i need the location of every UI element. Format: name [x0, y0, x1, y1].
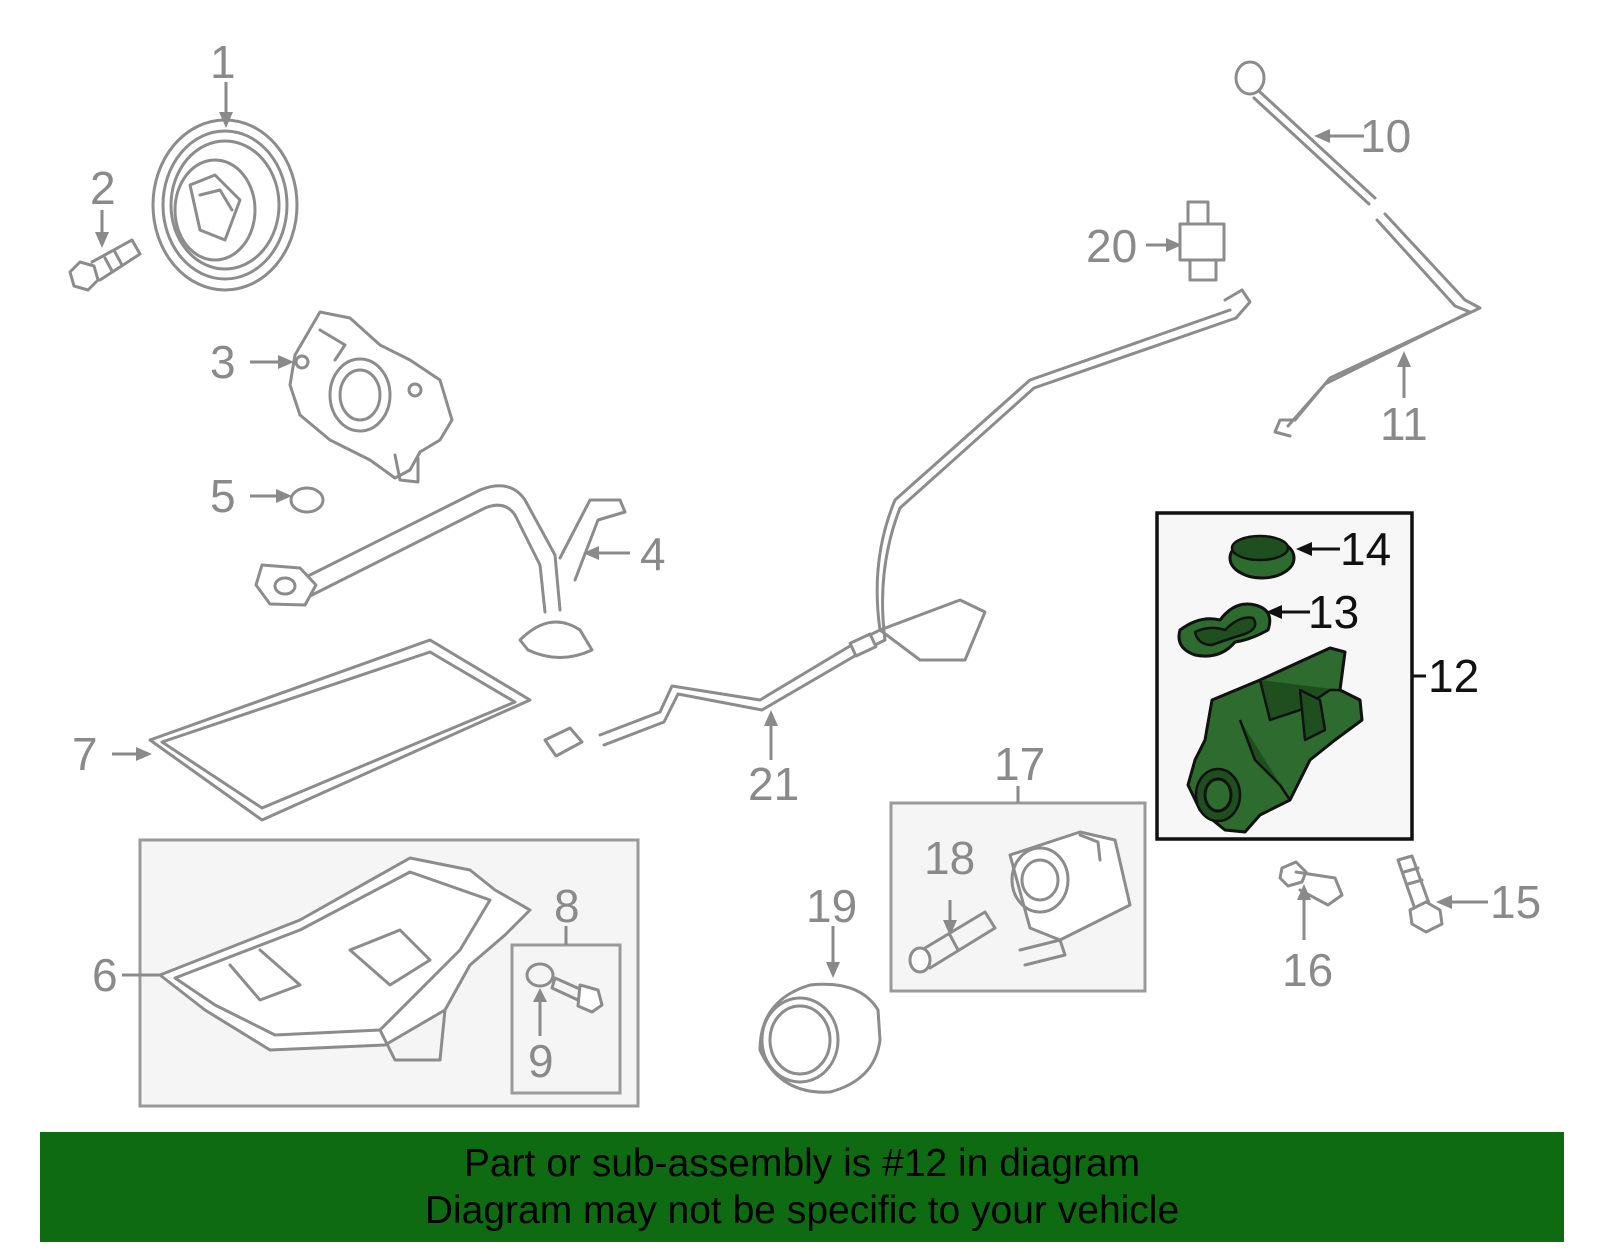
part-19-oil-filter[interactable] [758, 982, 882, 1094]
callout-9[interactable]: 9 [528, 1035, 554, 1087]
callout-20[interactable]: 20 [1086, 220, 1137, 272]
part-1-crankshaft-pulley[interactable] [151, 118, 299, 292]
callout-1[interactable]: 1 [210, 36, 236, 88]
part-3-oil-pump[interactable] [288, 310, 454, 484]
part-13-gasket[interactable] [1177, 602, 1272, 658]
callout-3[interactable]: 3 [210, 336, 236, 388]
part-4-oil-pickup-tube[interactable] [254, 484, 627, 659]
disclaimer-banner: Part or sub-assembly is #12 in diagram D… [40, 1132, 1564, 1242]
callout-6[interactable]: 6 [92, 949, 118, 1001]
callout-14[interactable]: 14 [1340, 523, 1391, 575]
part-12-oil-filter-housing[interactable] [1186, 646, 1364, 834]
part-5-o-ring[interactable] [289, 486, 325, 514]
banner-line-2: Diagram may not be specific to your vehi… [424, 1189, 1180, 1232]
callout-8[interactable]: 8 [554, 880, 580, 932]
part-10-dipstick[interactable] [1234, 60, 1377, 206]
callout-16[interactable]: 16 [1282, 944, 1333, 996]
callout-18[interactable]: 18 [924, 832, 975, 884]
part-8-drain-plug[interactable] [550, 976, 604, 1014]
part-16-sensor[interactable] [1278, 860, 1344, 907]
part-7-oil-pan-gasket[interactable] [148, 638, 532, 822]
banner-line-1: Part or sub-assembly is #12 in diagram [463, 1142, 1141, 1185]
part-17-oil-cooler[interactable] [1008, 830, 1132, 967]
callout-21[interactable]: 21 [748, 758, 799, 810]
callout-5[interactable]: 5 [210, 470, 236, 522]
callout-7[interactable]: 7 [72, 728, 98, 780]
part-21-wire-harness[interactable] [543, 288, 1252, 758]
callout-11[interactable]: 11 [1380, 398, 1428, 450]
part-11-dipstick-tube[interactable] [1273, 212, 1482, 438]
callout-17[interactable]: 17 [994, 738, 1045, 790]
callout-13[interactable]: 13 [1308, 586, 1359, 638]
part-14-seal[interactable] [1228, 534, 1296, 580]
part-20-oil-pressure-sensor[interactable] [1178, 200, 1226, 282]
part-2-bolt[interactable] [68, 238, 142, 292]
part-15-bolt[interactable] [1396, 854, 1444, 934]
callout-2[interactable]: 2 [90, 162, 116, 214]
callout-12[interactable]: 12 [1428, 650, 1479, 702]
part-18-bolt[interactable] [908, 910, 997, 974]
callout-4[interactable]: 4 [640, 528, 666, 580]
part-9-drain-plug-gasket[interactable] [525, 962, 555, 988]
callout-10[interactable]: 10 [1360, 110, 1411, 162]
part-6-oil-pan[interactable] [158, 856, 532, 1062]
callout-19[interactable]: 19 [806, 880, 857, 932]
callout-15[interactable]: 15 [1490, 876, 1541, 928]
